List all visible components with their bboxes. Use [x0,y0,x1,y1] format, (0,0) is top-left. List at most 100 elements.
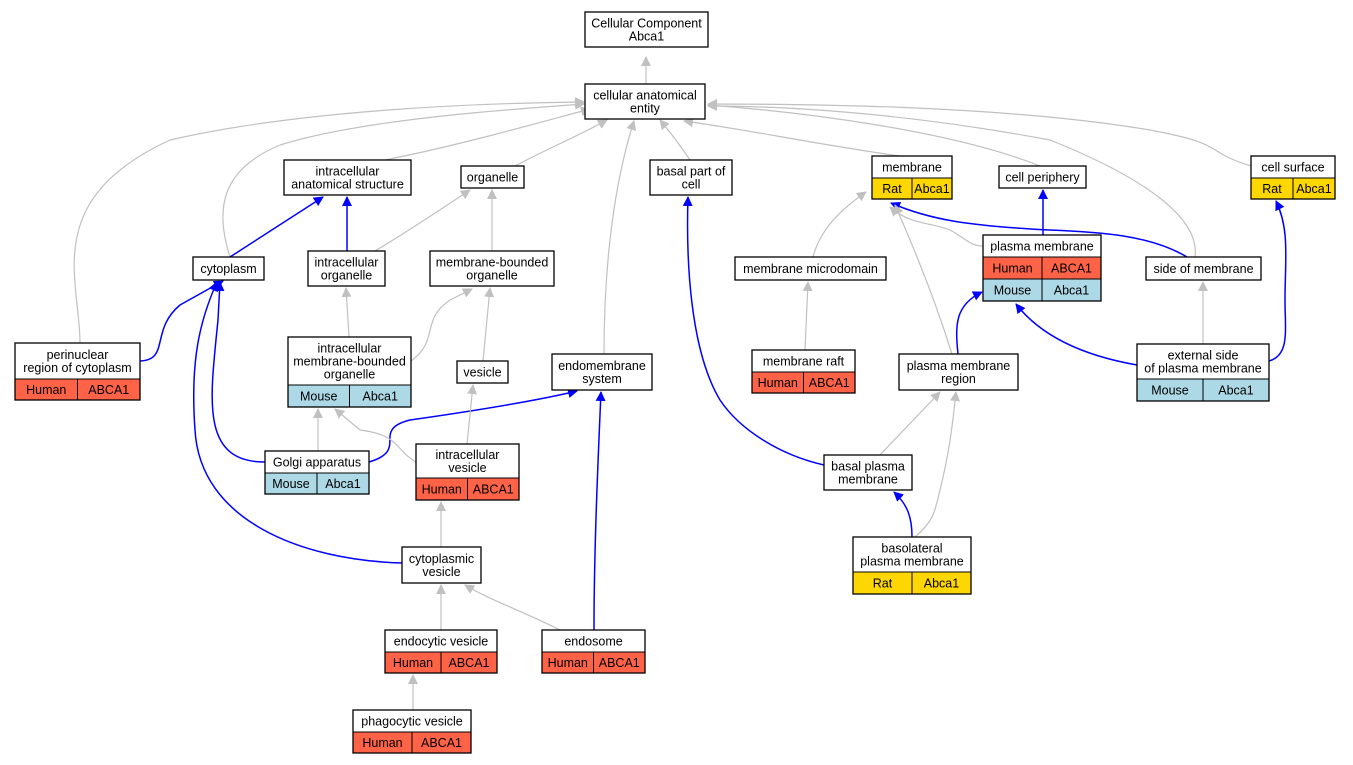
term-title-bg [430,251,554,286]
term-border [1136,343,1270,402]
term-border [823,454,913,491]
term-label-line: Abca1 [629,30,664,44]
term-label-line: cell periphery [1005,171,1080,185]
term-border [584,11,709,48]
term-title-bg [1251,156,1335,178]
gene-label: Abca1 [1296,182,1331,196]
edge-vesicle-to-mborg [482,287,495,362]
term-border [541,629,646,674]
edge-basalpm-to-basalpart [682,196,825,466]
species-label: Mouse [1151,384,1189,398]
term-label-line: intracellular [316,165,380,179]
term-label-line: membrane [882,161,942,175]
gene-label: Abca1 [325,477,360,491]
edge-mraft-to-mmicro [802,281,813,351]
term-border [1250,155,1336,200]
term-label-line: membrane-bounded [293,355,406,369]
term-border [429,250,555,287]
edge-imborg-to-icorg [341,287,352,338]
go-term-vesicle[interactable]: vesicle [456,360,509,384]
go-term-cellperiph[interactable]: cell periphery [998,165,1087,189]
term-border [401,546,482,584]
gene-label: ABCA1 [1051,262,1092,276]
term-border [898,353,1019,391]
term-label-line: organelle [324,368,375,382]
edge-imborg-to-mborg [410,288,473,362]
go-term-organelle[interactable]: organelle [460,165,525,189]
term-border [287,336,412,408]
term-label-line: vesicle [463,366,501,380]
edge-basalpm-to-pmregion [879,391,941,456]
annotation-row-human: Human ABCA1 [983,256,1101,279]
term-border [352,709,472,754]
species-label: Mouse [994,284,1032,298]
edge-endosome-to-endomem [593,391,606,631]
term-title-bg [284,160,411,195]
term-border [384,629,498,674]
species-label: Human [992,262,1032,276]
term-border [751,349,856,394]
term-label-line: region [941,372,976,386]
term-label-line: cytoplasm [200,262,256,276]
term-border [264,450,370,495]
term-border [649,159,733,196]
edge-sideofmem-to-membrane [890,202,1188,258]
term-label-line: membrane microdomain [743,262,878,276]
term-label-line: external side [1168,349,1239,363]
term-border [415,443,520,501]
term-label-line: membrane-bounded [436,256,549,270]
edge-cytoplasm-to-cae [222,99,585,258]
term-title-bg [1146,257,1261,280]
edge-perinuc-to-cytoplasm [139,280,224,362]
term-label-line: plasma membrane [990,240,1094,254]
edge-cytoplasm-to-ias [229,196,324,258]
gene-label: Abca1 [924,577,959,591]
term-label-line: region of cytoplasm [23,361,131,375]
term-label-line: basal plasma [831,460,905,474]
edge-extside-to-cellsurface [1268,200,1287,362]
term-label-line: vesicle [448,461,486,475]
edge-icves-to-imborg [334,408,417,463]
species-label: Rat [1262,182,1282,196]
gene-label: ABCA1 [599,656,640,670]
term-title-bg [999,166,1086,188]
go-term-cytoplasm[interactable]: cytoplasm [192,256,265,281]
species-label: Human [26,383,66,397]
edge-pmregion-to-pm [955,291,983,355]
go-term-sideofmem[interactable]: side of membrane [1145,256,1262,281]
go-term-mmicro[interactable]: membrane microdomain [734,256,887,281]
gene-label: ABCA1 [449,656,490,670]
term-border [14,342,141,401]
term-title-bg [735,257,886,280]
term-title-bg [416,444,519,478]
edge-organelle-to-cae [514,119,608,167]
